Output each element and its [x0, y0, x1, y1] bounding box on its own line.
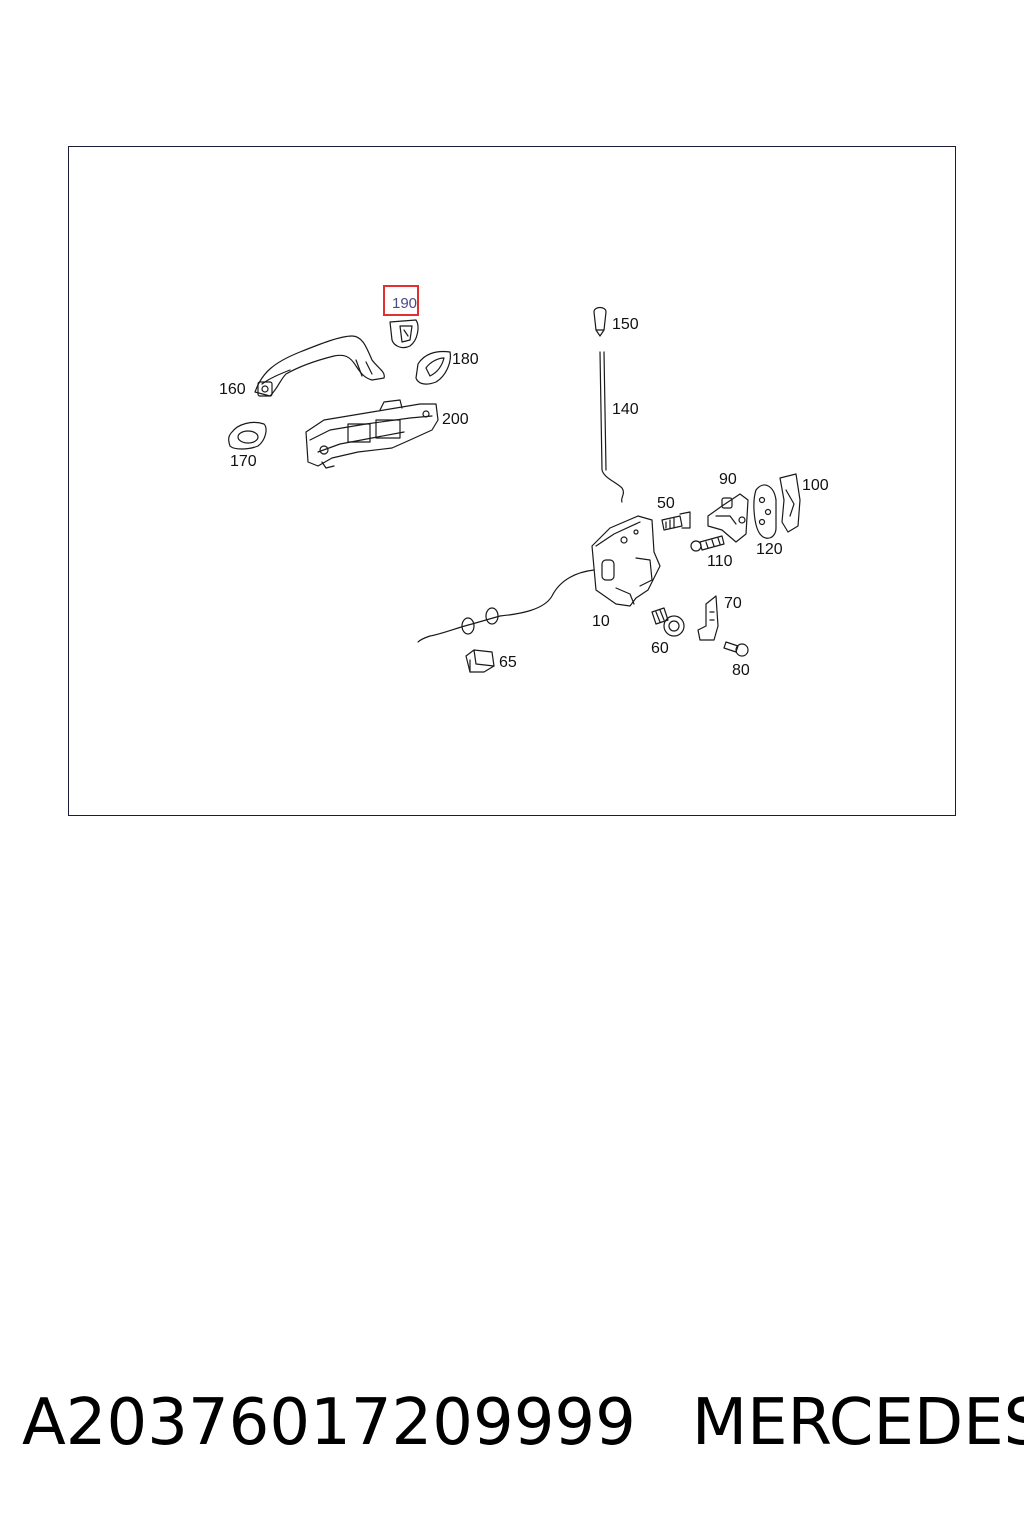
brand-name: MERCEDES: [691, 1386, 1024, 1460]
callout-170: 170: [230, 453, 257, 470]
highlight-box: [383, 285, 419, 316]
callout-90: 90: [719, 471, 737, 488]
diagram-frame: [68, 146, 956, 816]
callout-10: 10: [592, 613, 610, 630]
callout-190: 190: [392, 295, 418, 312]
handle-gasket-part: [415, 350, 451, 385]
rod-clip-part: [593, 306, 607, 337]
callout-120: 120: [756, 541, 783, 558]
callout-110: 110: [707, 553, 733, 570]
bowden-cable-part: [417, 569, 595, 643]
callout-80: 80: [732, 662, 750, 679]
callout-180: 180: [452, 351, 479, 368]
lock-bracket-part: [697, 595, 719, 641]
connecting-rod-part: [599, 351, 625, 503]
handle-bezel-part: [228, 421, 267, 450]
footer-caption: A20376017209999 MERCEDES: [22, 1383, 1024, 1463]
handle-cap-part: [389, 319, 419, 349]
cable-clip-part: [465, 649, 495, 673]
callout-100: 100: [802, 477, 829, 494]
callout-200: 200: [442, 411, 469, 428]
striker-shim-part: [779, 473, 801, 533]
bracket-screw-part: [723, 641, 749, 657]
callout-50: 50: [657, 495, 675, 512]
door-striker-part: [707, 493, 749, 543]
outer-door-handle-part: [254, 335, 385, 397]
door-lock-part: [591, 515, 661, 607]
callout-65: 65: [499, 654, 517, 671]
callout-150: 150: [612, 316, 639, 333]
lock-screw-part: [661, 511, 691, 531]
striker-plate-part: [753, 484, 777, 539]
callout-140: 140: [612, 401, 639, 418]
striker-bolt-part: [651, 607, 685, 637]
striker-screw-part: [690, 535, 725, 552]
part-number: A20376017209999: [22, 1386, 636, 1460]
callout-70: 70: [724, 595, 742, 612]
callout-60: 60: [651, 640, 669, 657]
callout-160: 160: [219, 381, 246, 398]
handle-carrier-part: [305, 399, 439, 469]
